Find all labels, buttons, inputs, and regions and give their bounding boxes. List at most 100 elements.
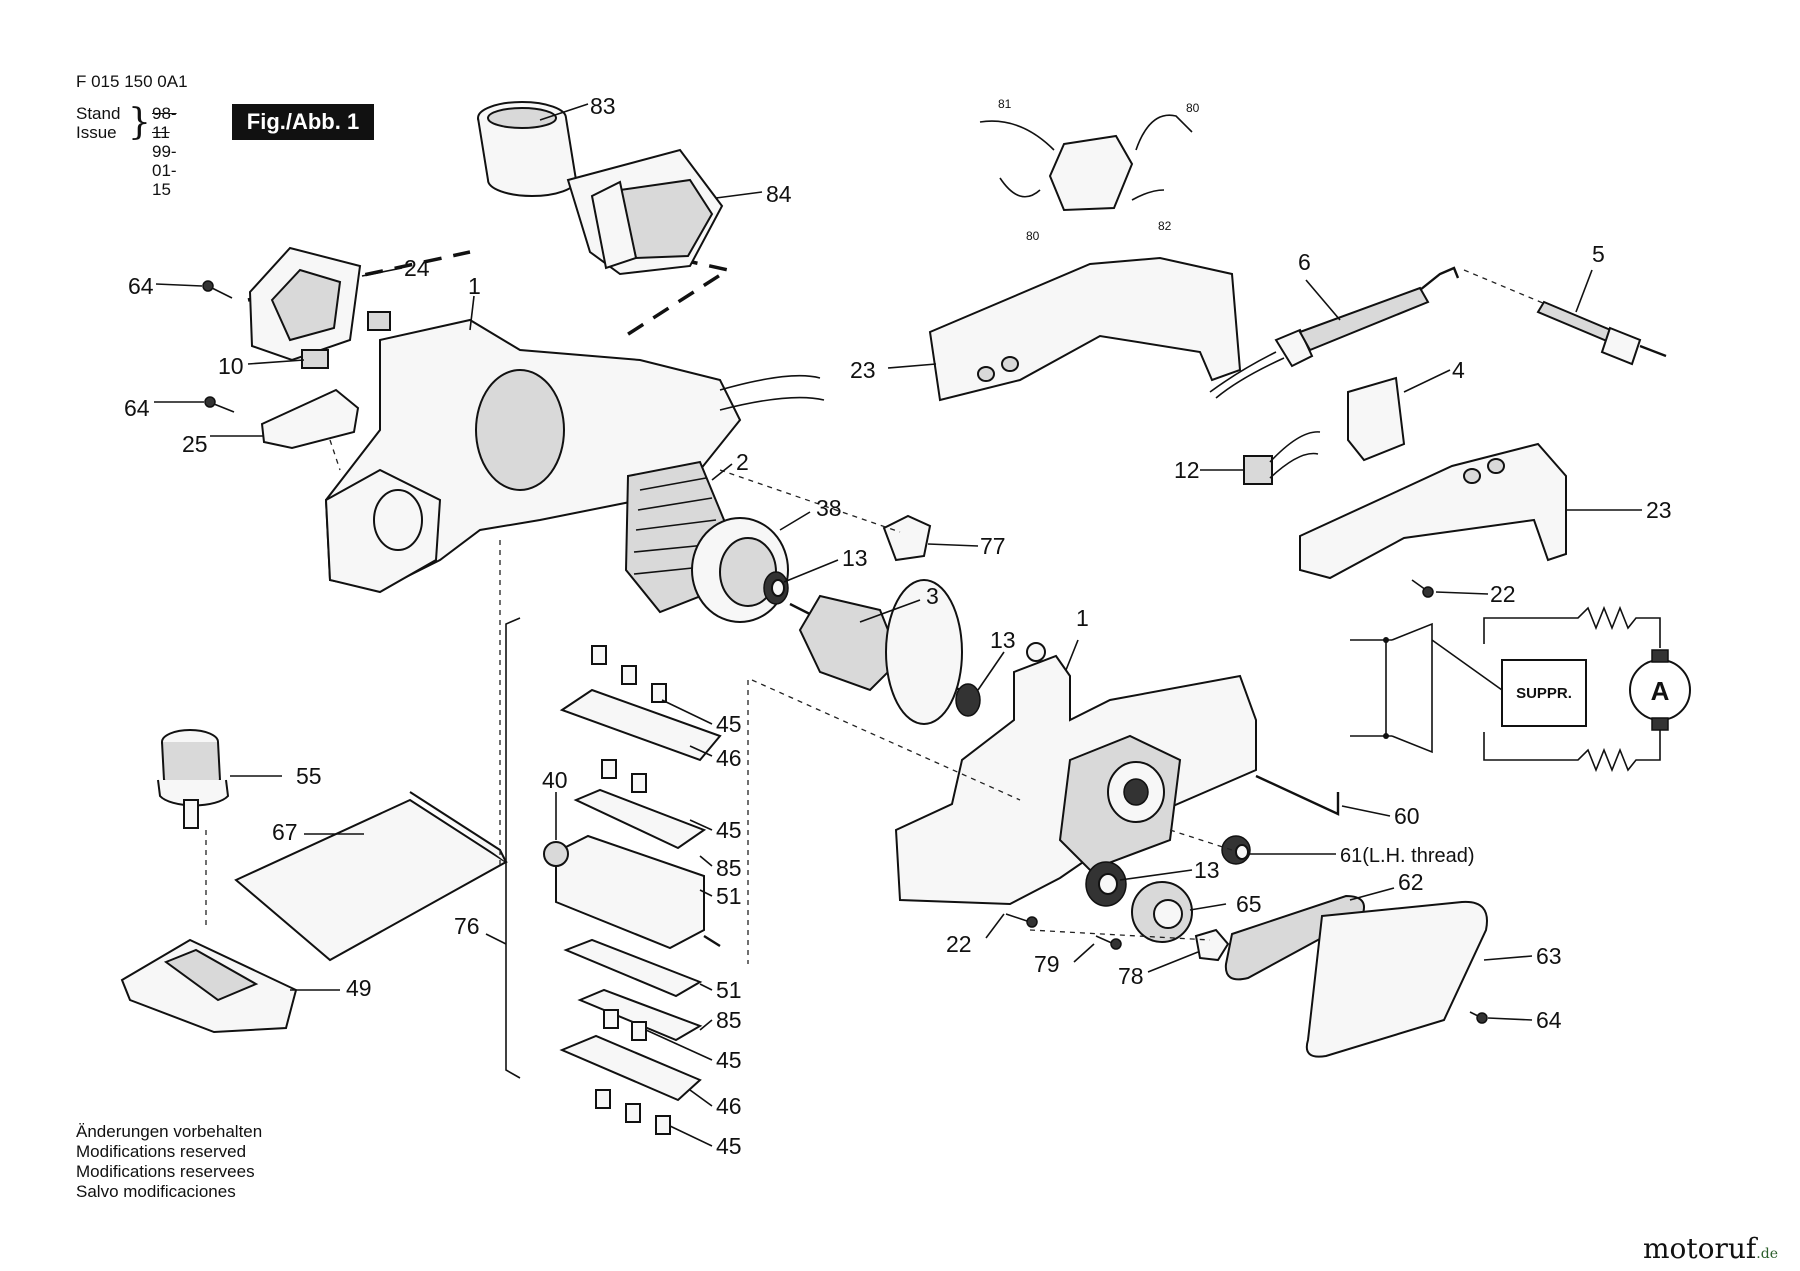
part-13-bearing-b xyxy=(1085,861,1127,907)
suppressor-box xyxy=(1501,659,1587,727)
part-51-blade-lower xyxy=(563,938,703,998)
callout-60: 60 xyxy=(1394,803,1420,829)
brand-tld: .de xyxy=(1756,1246,1778,1262)
part-80-brush-ring xyxy=(979,114,1193,212)
part-1-motor-housing xyxy=(324,318,825,594)
stand-date: 98-11 xyxy=(152,104,177,142)
callout-25: 25 xyxy=(182,431,208,457)
part-85-blade-top xyxy=(573,788,707,850)
callout-64-bottom: 64 xyxy=(1536,1007,1562,1033)
callout-4: 4 xyxy=(1452,357,1465,383)
doc-number: F 015 150 0A1 xyxy=(76,72,188,91)
figure-tag: Fig./Abb. 1 xyxy=(232,104,374,140)
callout-64-top: 64 xyxy=(128,273,154,299)
part-64-screw-mid xyxy=(204,396,235,413)
connector-dash-5 xyxy=(1463,269,1551,307)
part-13-bearing-a xyxy=(763,571,789,605)
callout-49: 49 xyxy=(346,975,372,1001)
part-63-belt-cover xyxy=(1305,900,1488,1058)
part-60-hex-key xyxy=(1255,774,1340,816)
callout-12: 12 xyxy=(1174,457,1200,483)
callout-40: 40 xyxy=(542,767,568,793)
callout-63: 63 xyxy=(1536,943,1562,969)
callout-3: 3 xyxy=(926,583,939,609)
callout-10: 10 xyxy=(218,353,244,379)
part-45-bolts-top xyxy=(591,645,667,703)
callout-55: 55 xyxy=(296,763,322,789)
callout-84: 84 xyxy=(766,181,792,207)
callout-23-upper: 23 xyxy=(850,357,876,383)
callout-82: 82 xyxy=(1158,219,1172,233)
part-64-screw-bottom xyxy=(1469,1011,1488,1024)
callout-78: 78 xyxy=(1118,963,1144,989)
part-40-spacer xyxy=(543,841,569,867)
part-22-screw-handle xyxy=(1411,579,1434,598)
callout-46-a: 46 xyxy=(716,745,742,771)
part-6-cord-guard xyxy=(1209,266,1460,399)
part-79-screw xyxy=(1095,935,1122,950)
part-3-armature xyxy=(789,579,981,725)
part-65-drive-pulley xyxy=(1131,881,1193,943)
callout-1-bottom: 1 xyxy=(1076,605,1089,631)
part-1-main-body xyxy=(894,642,1257,906)
part-46-clamp-top xyxy=(559,688,722,762)
part-49-front-shoe xyxy=(120,938,298,1034)
callout-85-b: 85 xyxy=(716,1007,742,1033)
callout-13-bottom: 13 xyxy=(1194,857,1220,883)
callout-80-right: 80 xyxy=(1186,101,1200,115)
part-51-cutter-drum xyxy=(555,834,705,950)
part-84-ejector xyxy=(566,148,724,276)
modification-notes: Änderungen vorbehalten Modifications res… xyxy=(76,1122,262,1202)
callout-5: 5 xyxy=(1592,241,1605,267)
callout-51-a: 51 xyxy=(716,883,742,909)
part-45-bolts-2 xyxy=(601,759,647,793)
part-38-baffle xyxy=(691,517,789,623)
part-23-handle-lower xyxy=(1299,442,1567,580)
part-45-bolts-bottom xyxy=(595,1089,671,1135)
callout-23-lower: 23 xyxy=(1646,497,1672,523)
callout-61: 61(L.H. thread) xyxy=(1340,845,1475,867)
part-12-suppressor xyxy=(1243,431,1321,485)
assembly-dash-lines xyxy=(329,439,1233,964)
motor-brush-bottom xyxy=(1651,717,1669,731)
suppressor-label: SUPPR. xyxy=(1516,685,1572,702)
part-10-switch xyxy=(301,349,329,369)
callout-24: 24 xyxy=(404,255,430,281)
callout-77: 77 xyxy=(980,533,1006,559)
note-en: Modifications reserved xyxy=(76,1142,247,1161)
document-header: F 015 150 0A1 xyxy=(76,72,188,91)
part-46-clamp-bottom xyxy=(559,1034,702,1102)
cutter-head-stack xyxy=(505,617,722,1135)
note-de: Änderungen vorbehalten xyxy=(76,1122,263,1141)
callout-6: 6 xyxy=(1298,249,1311,275)
callout-85-a: 85 xyxy=(716,855,742,881)
brand-name: motoruf xyxy=(1642,1232,1757,1265)
callout-1-top: 1 xyxy=(468,273,481,299)
part-4-switch xyxy=(1347,376,1406,462)
callout-45-c: 45 xyxy=(716,1047,742,1073)
callout-80-left: 80 xyxy=(1026,229,1040,243)
cutter-shaft xyxy=(703,934,721,948)
part-64-screw-top xyxy=(202,280,233,299)
note-fr: Modifications reservees xyxy=(76,1162,255,1181)
part-77-brush-holder xyxy=(882,514,932,562)
note-es: Salvo modificaciones xyxy=(76,1182,236,1201)
callout-13-mid: 13 xyxy=(990,627,1016,653)
callout-83: 83 xyxy=(590,93,616,119)
part-25-cover xyxy=(260,388,360,450)
part-83-sleeve xyxy=(477,101,578,197)
callout-76: 76 xyxy=(454,913,480,939)
part-22-screw-body xyxy=(1005,913,1038,928)
callout-2: 2 xyxy=(736,449,749,475)
callout-45-b: 45 xyxy=(716,817,742,843)
callout-79: 79 xyxy=(1034,951,1060,977)
part-78-nut xyxy=(1194,928,1230,962)
motor-label: A xyxy=(1651,676,1670,706)
callout-64-mid: 64 xyxy=(124,395,150,421)
callout-65: 65 xyxy=(1236,891,1262,917)
circuit-schematic xyxy=(1350,605,1661,773)
brand-logo: motoruf.de xyxy=(1643,1232,1778,1265)
stand-label: Stand xyxy=(76,104,121,123)
callout-45-a: 45 xyxy=(716,711,742,737)
